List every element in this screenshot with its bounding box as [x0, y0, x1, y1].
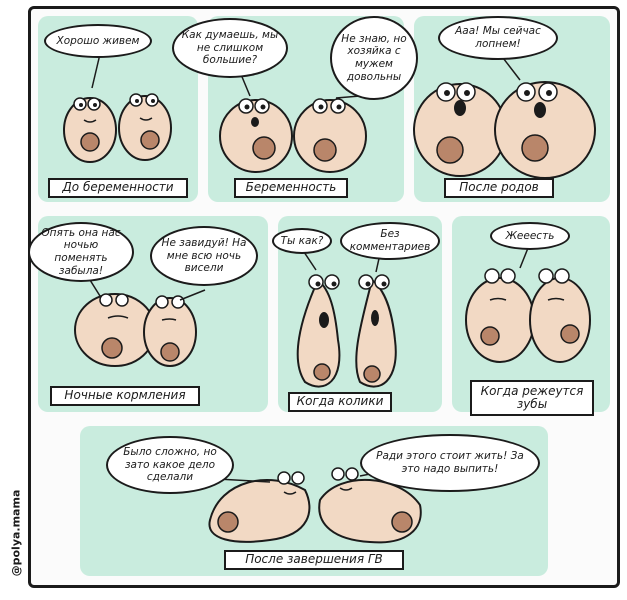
speech-bubble: Было сложно, но зато какое дело сделали	[106, 436, 234, 494]
speech-bubble: Ааа! Мы сейчас лопнем!	[438, 16, 558, 60]
speech-bubble: Ради этого стоит жить! За это надо выпит…	[360, 434, 540, 492]
speech-bubble: Не знаю, но хозяйка с мужем довольны	[330, 16, 418, 100]
speech-bubble: Хорошо живем	[44, 24, 152, 58]
panel-caption: Ночные кормления	[50, 386, 200, 406]
speech-bubble: Не завидуй! На мне всю ночь висели	[150, 226, 258, 286]
speech-bubble: Как думаешь, мы не слишком большие?	[172, 18, 288, 78]
speech-bubble: Опять она нас ночью поменять забыла!	[28, 222, 134, 282]
speech-bubble: Без комментариев	[340, 222, 440, 260]
panel-caption: После завершения ГВ	[224, 550, 404, 570]
author-watermark: @polya.mama	[9, 489, 23, 577]
panel-caption: Когда колики	[288, 392, 392, 412]
panel-caption: После родов	[444, 178, 554, 198]
speech-bubble: Жееесть	[490, 222, 570, 250]
panel-caption: Когда режеутся зубы	[470, 380, 594, 416]
speech-bubble: Ты как?	[272, 228, 332, 254]
panel-caption: Беременность	[234, 178, 348, 198]
panel-caption: До беременности	[48, 178, 188, 198]
